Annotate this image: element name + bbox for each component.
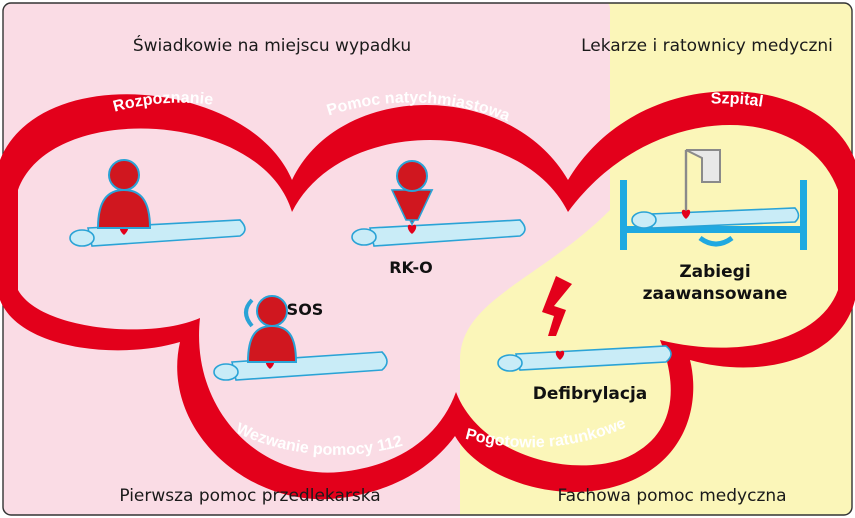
patient-figure (631, 207, 800, 229)
chain-ring-shape (0, 91, 855, 500)
caller-figure (246, 295, 298, 363)
iv-stand-icon (684, 149, 721, 215)
defibrillation-scene (497, 276, 672, 372)
bottom-right-caption: Fachowa pomoc medyczna (557, 486, 787, 506)
patient-figure (213, 351, 388, 381)
cpr-scene (351, 160, 526, 247)
rescuer-figure (96, 159, 152, 229)
top-right-caption: Lekarze i ratownicy medyczni (581, 36, 833, 56)
call-help-scene (213, 295, 388, 381)
advanced-procedures-label-line2: zaawansowane (642, 284, 788, 304)
ring-label-hospital: Szpital (710, 90, 764, 110)
hospital-scene (620, 149, 807, 250)
recognition-scene (69, 159, 246, 247)
phone-icon (244, 298, 254, 328)
patient-figure (351, 219, 526, 247)
bed-icon (620, 180, 807, 250)
top-left-caption: Świadkowie na miejscu wypadku (132, 36, 412, 56)
cpr-rescuer-figure (390, 160, 434, 226)
bottom-left-caption: Pierwsza pomoc przedlekarska (119, 486, 381, 506)
defibrillation-label: Defibrylacja (532, 384, 648, 404)
patient-figure (497, 345, 672, 372)
cpr-label: RK-O (389, 258, 433, 277)
lightning-bolt-icon (542, 276, 572, 336)
chain-ring (0, 91, 855, 500)
sos-label: SOS (286, 300, 324, 319)
advanced-procedures-label-line1: Zabiegi (679, 262, 751, 282)
